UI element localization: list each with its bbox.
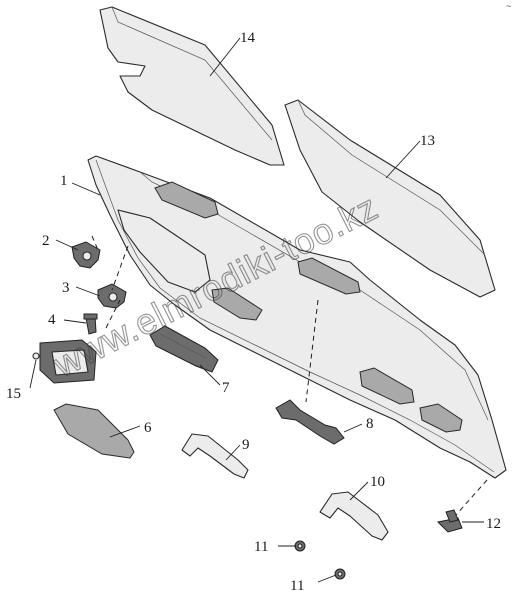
callout-9: 9 bbox=[242, 437, 250, 453]
part-7-lamp-base bbox=[149, 325, 219, 373]
part-11-nut-upper bbox=[294, 540, 306, 552]
callout-3: 3 bbox=[62, 280, 70, 296]
callout-10: 10 bbox=[370, 474, 385, 490]
part-6-visor-pad bbox=[53, 403, 135, 459]
part-3-bracket bbox=[97, 283, 127, 309]
part-13-insulation-pad bbox=[284, 99, 496, 298]
part-12-fastener bbox=[436, 509, 463, 533]
callout-13: 13 bbox=[420, 133, 435, 149]
callout-6: 6 bbox=[144, 420, 152, 436]
callout-1: 1 bbox=[60, 173, 68, 189]
callout-8: 8 bbox=[366, 416, 374, 432]
part-15-dome-light bbox=[32, 339, 97, 384]
part-11-nut-lower bbox=[334, 568, 346, 580]
callout-15: 15 bbox=[6, 386, 21, 402]
assembly-lines bbox=[91, 235, 488, 516]
part-2-clip bbox=[71, 241, 101, 269]
part-1-headliner bbox=[87, 155, 507, 479]
part-8-grab-handle bbox=[275, 399, 345, 445]
callout-7: 7 bbox=[222, 380, 230, 396]
part-9-grab-handle bbox=[181, 433, 249, 479]
corner-mark: ~ bbox=[506, 1, 511, 11]
part-10-grab-handle bbox=[319, 491, 389, 541]
callout-4: 4 bbox=[48, 312, 56, 328]
callout-12: 12 bbox=[486, 516, 501, 532]
part-4-screw bbox=[83, 313, 98, 335]
callout-11-lower: 11 bbox=[290, 578, 304, 594]
callout-14: 14 bbox=[240, 30, 256, 46]
leader-lines bbox=[29, 37, 484, 583]
callout-2: 2 bbox=[42, 233, 50, 249]
callout-11-upper: 11 bbox=[254, 539, 268, 555]
part-14-insulation-pad bbox=[99, 6, 285, 166]
